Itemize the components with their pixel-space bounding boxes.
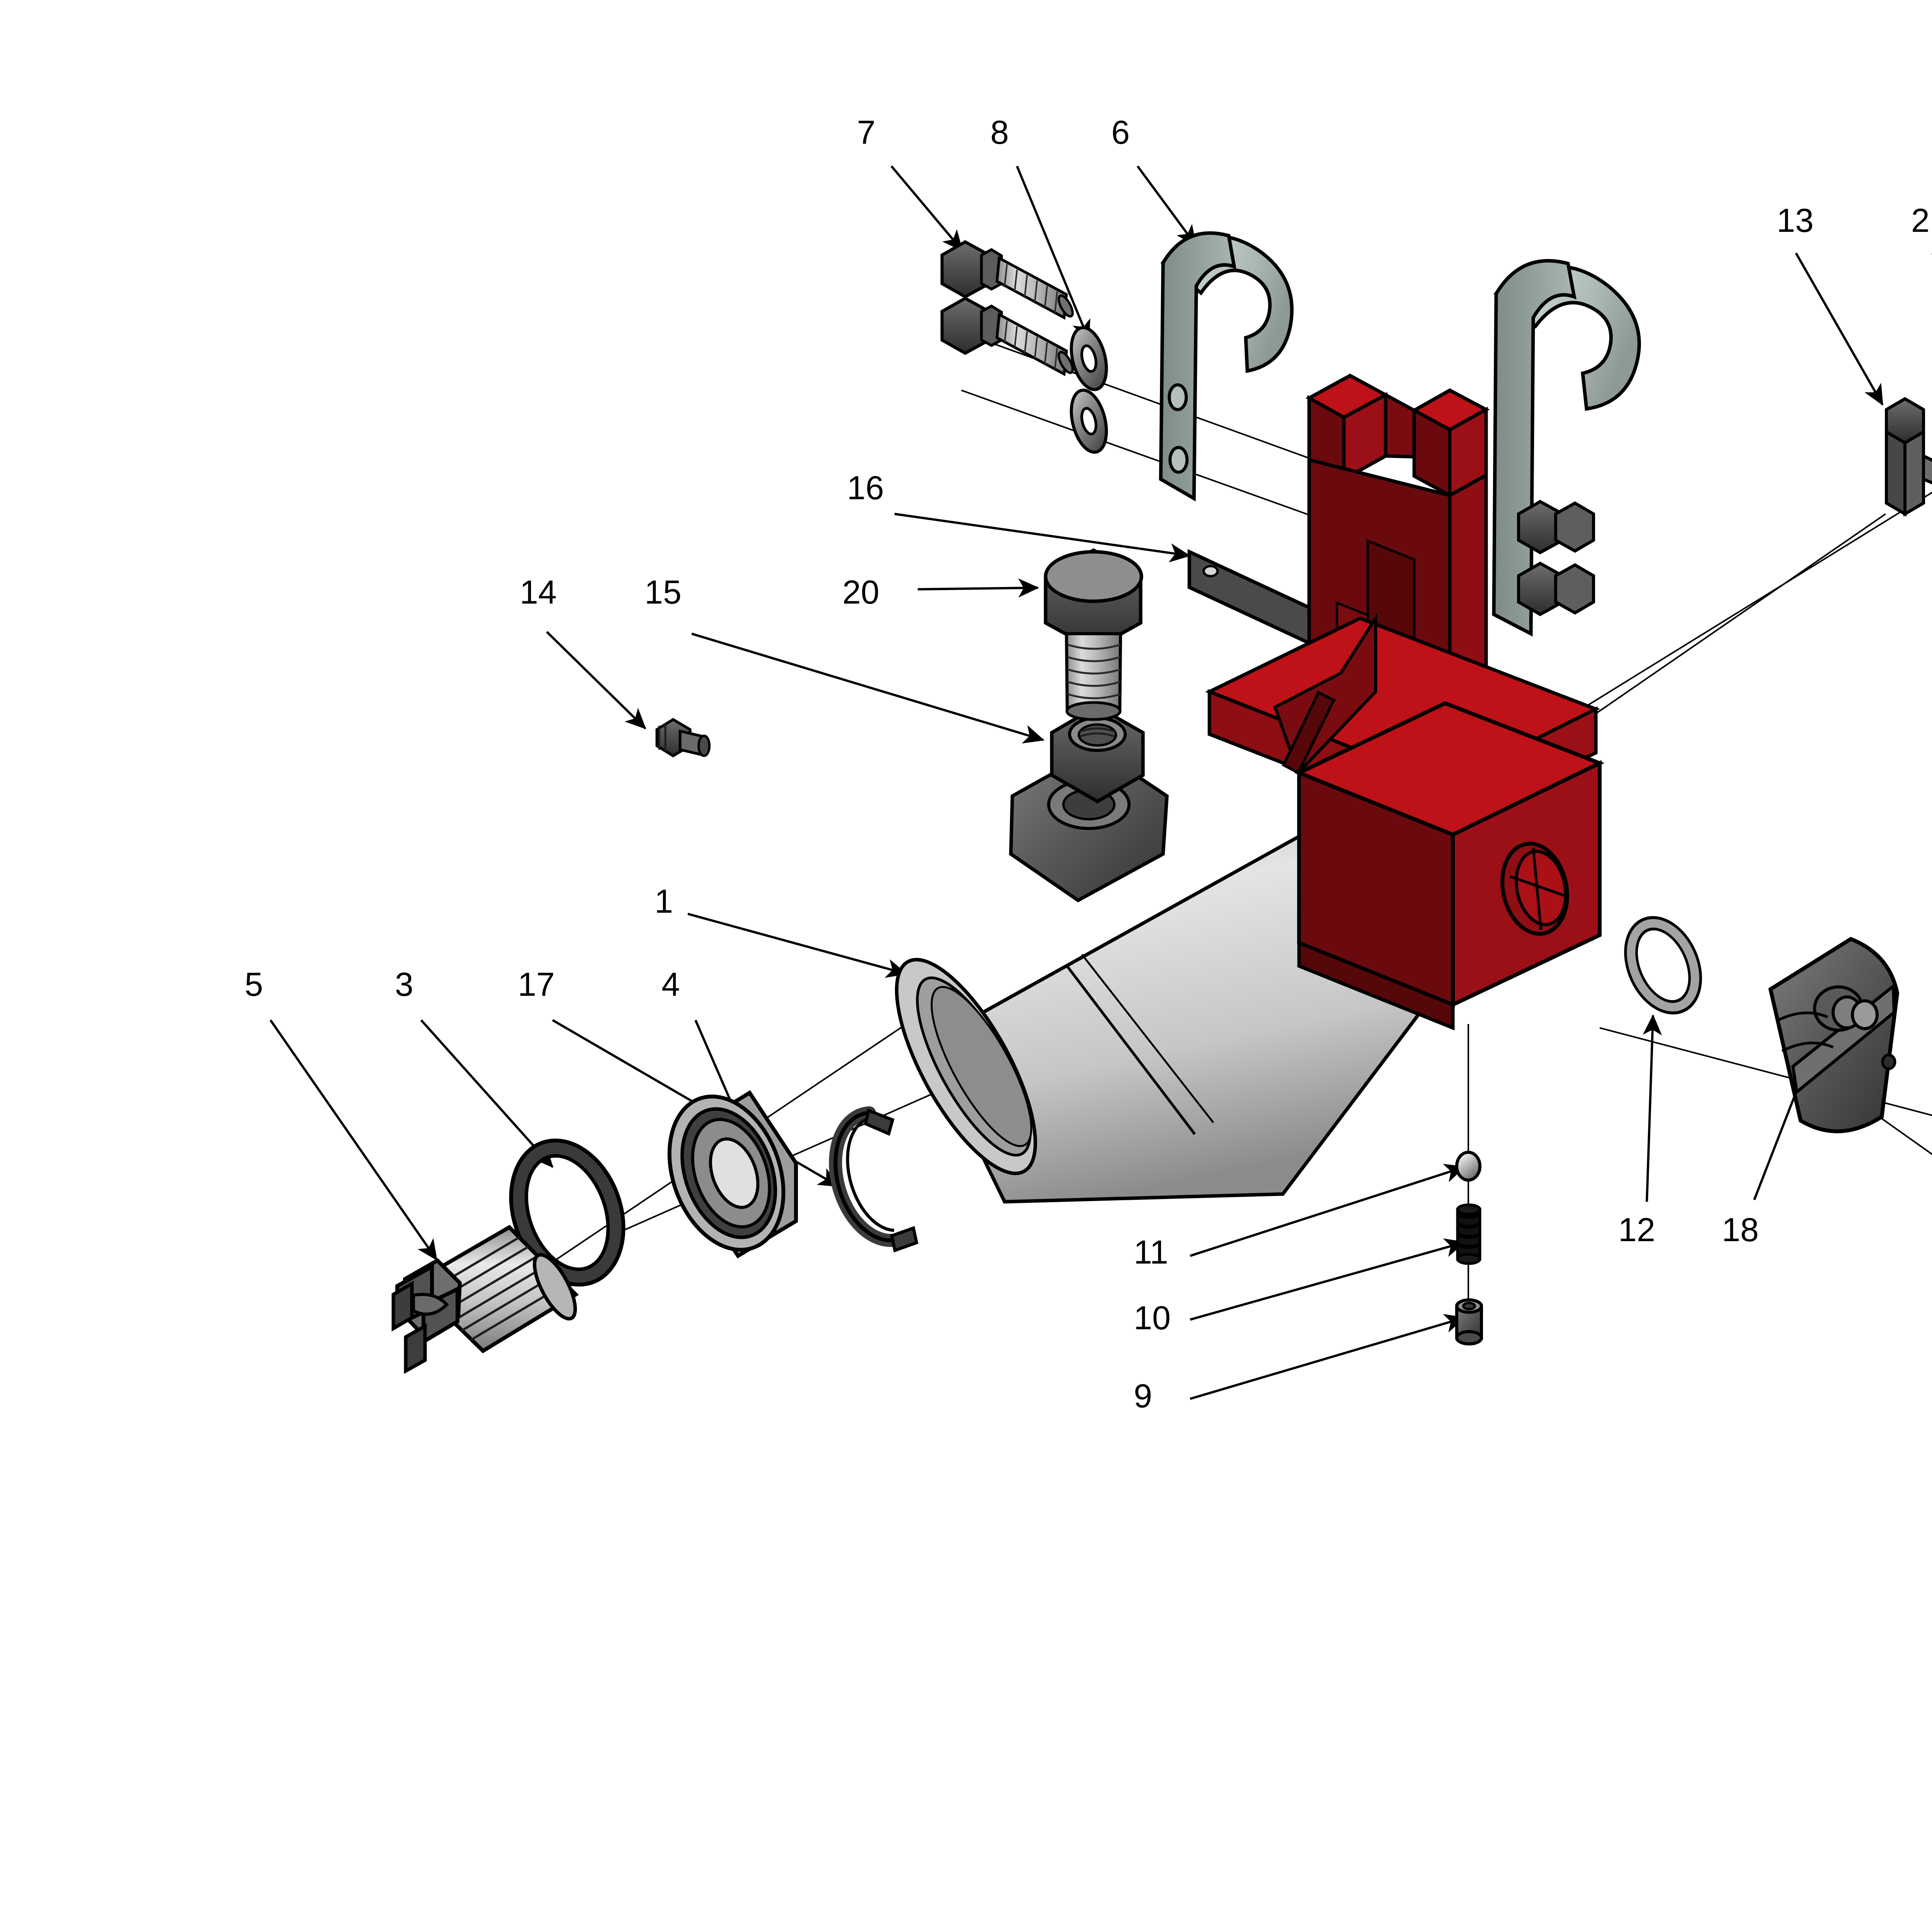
leader-13 bbox=[1795, 252, 1884, 406]
part-hex-bolt-long bbox=[1044, 548, 1143, 721]
axis-line-bolts2 bbox=[961, 390, 1312, 517]
leader-12 bbox=[1643, 1014, 1662, 1202]
part-hex-head-bolt-upper bbox=[940, 240, 1074, 320]
callout-label-15[interactable]: 15 bbox=[645, 574, 682, 611]
leader-8 bbox=[1016, 165, 1090, 341]
leader-11-lower bbox=[1190, 1164, 1466, 1257]
leader-5 bbox=[269, 1019, 438, 1261]
part-key-block bbox=[1885, 397, 1932, 517]
callout-label-2[interactable]: 2 bbox=[1911, 202, 1930, 239]
leader-1 bbox=[687, 913, 908, 978]
part-main-housing-red bbox=[1205, 373, 1605, 1031]
part-hook-bracket-left bbox=[1159, 231, 1294, 502]
callout-label-6[interactable]: 6 bbox=[1111, 114, 1130, 151]
part-compression-spring bbox=[1456, 1203, 1481, 1265]
callout-label-20[interactable]: 20 bbox=[842, 574, 879, 611]
part-o-ring-large bbox=[509, 1138, 626, 1287]
callout-label-13[interactable]: 13 bbox=[1777, 202, 1814, 239]
callout-label-17[interactable]: 17 bbox=[518, 966, 555, 1003]
callout-label-7[interactable]: 7 bbox=[857, 114, 876, 151]
part-hook-bracket-mounted bbox=[1492, 259, 1641, 637]
leader-3 bbox=[420, 1019, 554, 1168]
part-flat-washer-upper bbox=[1070, 326, 1108, 391]
callout-label-4[interactable]: 4 bbox=[662, 966, 680, 1003]
part-detent-ball-lower bbox=[1455, 1151, 1481, 1182]
callout-label-3[interactable]: 3 bbox=[395, 966, 413, 1003]
bracket-bolt-upper bbox=[1517, 500, 1595, 555]
callout-label-12[interactable]: 12 bbox=[1618, 1211, 1655, 1249]
callout-label-18[interactable]: 18 bbox=[1722, 1211, 1759, 1249]
leader-6 bbox=[1136, 165, 1197, 247]
bracket-bolt-lower bbox=[1517, 561, 1595, 616]
callout-label-10[interactable]: 10 bbox=[1134, 1300, 1171, 1337]
callout-label-1[interactable]: 1 bbox=[655, 883, 673, 920]
axis-line-bearing bbox=[1537, 492, 1932, 737]
leader-15 bbox=[691, 633, 1045, 744]
callout-label-14[interactable]: 14 bbox=[520, 574, 557, 611]
callout-label-5[interactable]: 5 bbox=[245, 966, 263, 1003]
callout-label-11-lower[interactable]: 11 bbox=[1134, 1234, 1168, 1271]
callout-label-16[interactable]: 16 bbox=[847, 469, 884, 507]
part-splined-shaft bbox=[391, 1225, 579, 1374]
leader-16 bbox=[894, 513, 1191, 563]
axis-line-bolts bbox=[962, 332, 1314, 461]
part-clamp-block bbox=[1768, 937, 1900, 1133]
leader-7 bbox=[890, 165, 963, 252]
part-ball-bearing bbox=[667, 1090, 798, 1259]
callout-label-8[interactable]: 8 bbox=[990, 114, 1009, 151]
leader-20 bbox=[917, 578, 1039, 598]
part-grease-nipple bbox=[655, 718, 711, 758]
part-o-ring-small bbox=[1624, 916, 1702, 1015]
callout-label-9[interactable]: 9 bbox=[1134, 1378, 1152, 1415]
leader-14 bbox=[546, 631, 646, 730]
leader-10 bbox=[1190, 1238, 1466, 1321]
part-hex-head-bolt-lower bbox=[940, 296, 1074, 376]
part-grub-screw bbox=[1455, 1298, 1483, 1345]
part-retaining-snap-ring bbox=[829, 1106, 918, 1253]
leader-9 bbox=[1190, 1314, 1466, 1400]
part-flat-washer-lower bbox=[1070, 388, 1108, 454]
